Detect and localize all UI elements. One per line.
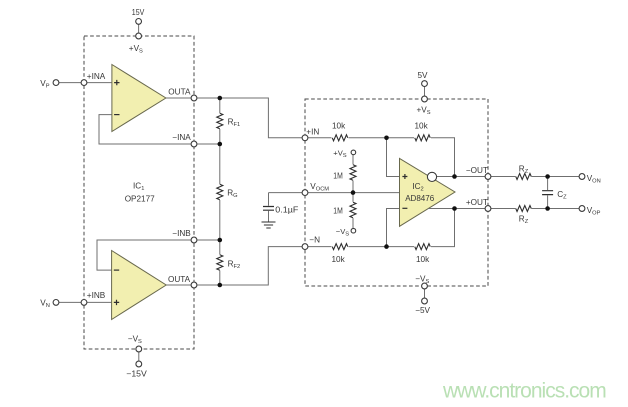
svg-text:RF1: RF1	[228, 117, 241, 128]
svg-text:+VS: +VS	[417, 105, 431, 116]
svg-text:VOP: VOP	[587, 206, 601, 217]
svg-text:AD8476: AD8476	[405, 194, 434, 203]
svg-text:1M: 1M	[333, 171, 343, 180]
svg-text:+OUT: +OUT	[466, 198, 488, 207]
svg-text:IC2: IC2	[412, 182, 423, 193]
svg-text:OUTA: OUTA	[168, 275, 191, 284]
svg-text:−INB: −INB	[172, 229, 191, 238]
svg-text:VON: VON	[587, 174, 601, 185]
svg-text:−VS: −VS	[415, 274, 429, 285]
svg-text:0.1µF: 0.1µF	[275, 205, 298, 214]
svg-text:5V: 5V	[418, 71, 429, 80]
svg-text:+VS: +VS	[333, 148, 347, 159]
svg-text:+VS: +VS	[129, 44, 143, 55]
svg-text:−15V: −15V	[126, 370, 147, 379]
svg-text:−OUT: −OUT	[466, 166, 488, 175]
svg-text:RZ: RZ	[519, 214, 529, 225]
svg-text:VP: VP	[40, 79, 49, 90]
svg-text:10k: 10k	[416, 255, 430, 264]
svg-text:www.cntronics.com: www.cntronics.com	[442, 380, 606, 403]
svg-text:10k: 10k	[415, 121, 429, 130]
svg-text:VN: VN	[40, 298, 50, 309]
svg-text:CZ: CZ	[557, 190, 567, 201]
svg-text:−N: −N	[309, 235, 320, 244]
svg-text:IC1: IC1	[133, 182, 144, 193]
svg-text:−VS: −VS	[128, 334, 142, 345]
svg-text:OP2177: OP2177	[125, 195, 155, 204]
svg-text:RG: RG	[227, 189, 237, 200]
svg-text:−VS: −VS	[336, 227, 350, 238]
svg-text:RF2: RF2	[228, 259, 241, 270]
svg-text:10k: 10k	[332, 121, 346, 130]
svg-text:RZ: RZ	[519, 164, 529, 175]
svg-text:+INB: +INB	[87, 291, 106, 300]
svg-text:−5V: −5V	[415, 306, 430, 315]
svg-text:10k: 10k	[332, 255, 346, 264]
svg-text:−INA: −INA	[172, 133, 191, 142]
svg-text:OUTA: OUTA	[168, 87, 191, 96]
svg-text:+IN: +IN	[306, 127, 319, 136]
svg-text:VOCM: VOCM	[310, 182, 329, 193]
svg-text:15V: 15V	[132, 8, 145, 17]
svg-text:+INA: +INA	[87, 72, 106, 81]
svg-text:1M: 1M	[333, 206, 343, 215]
